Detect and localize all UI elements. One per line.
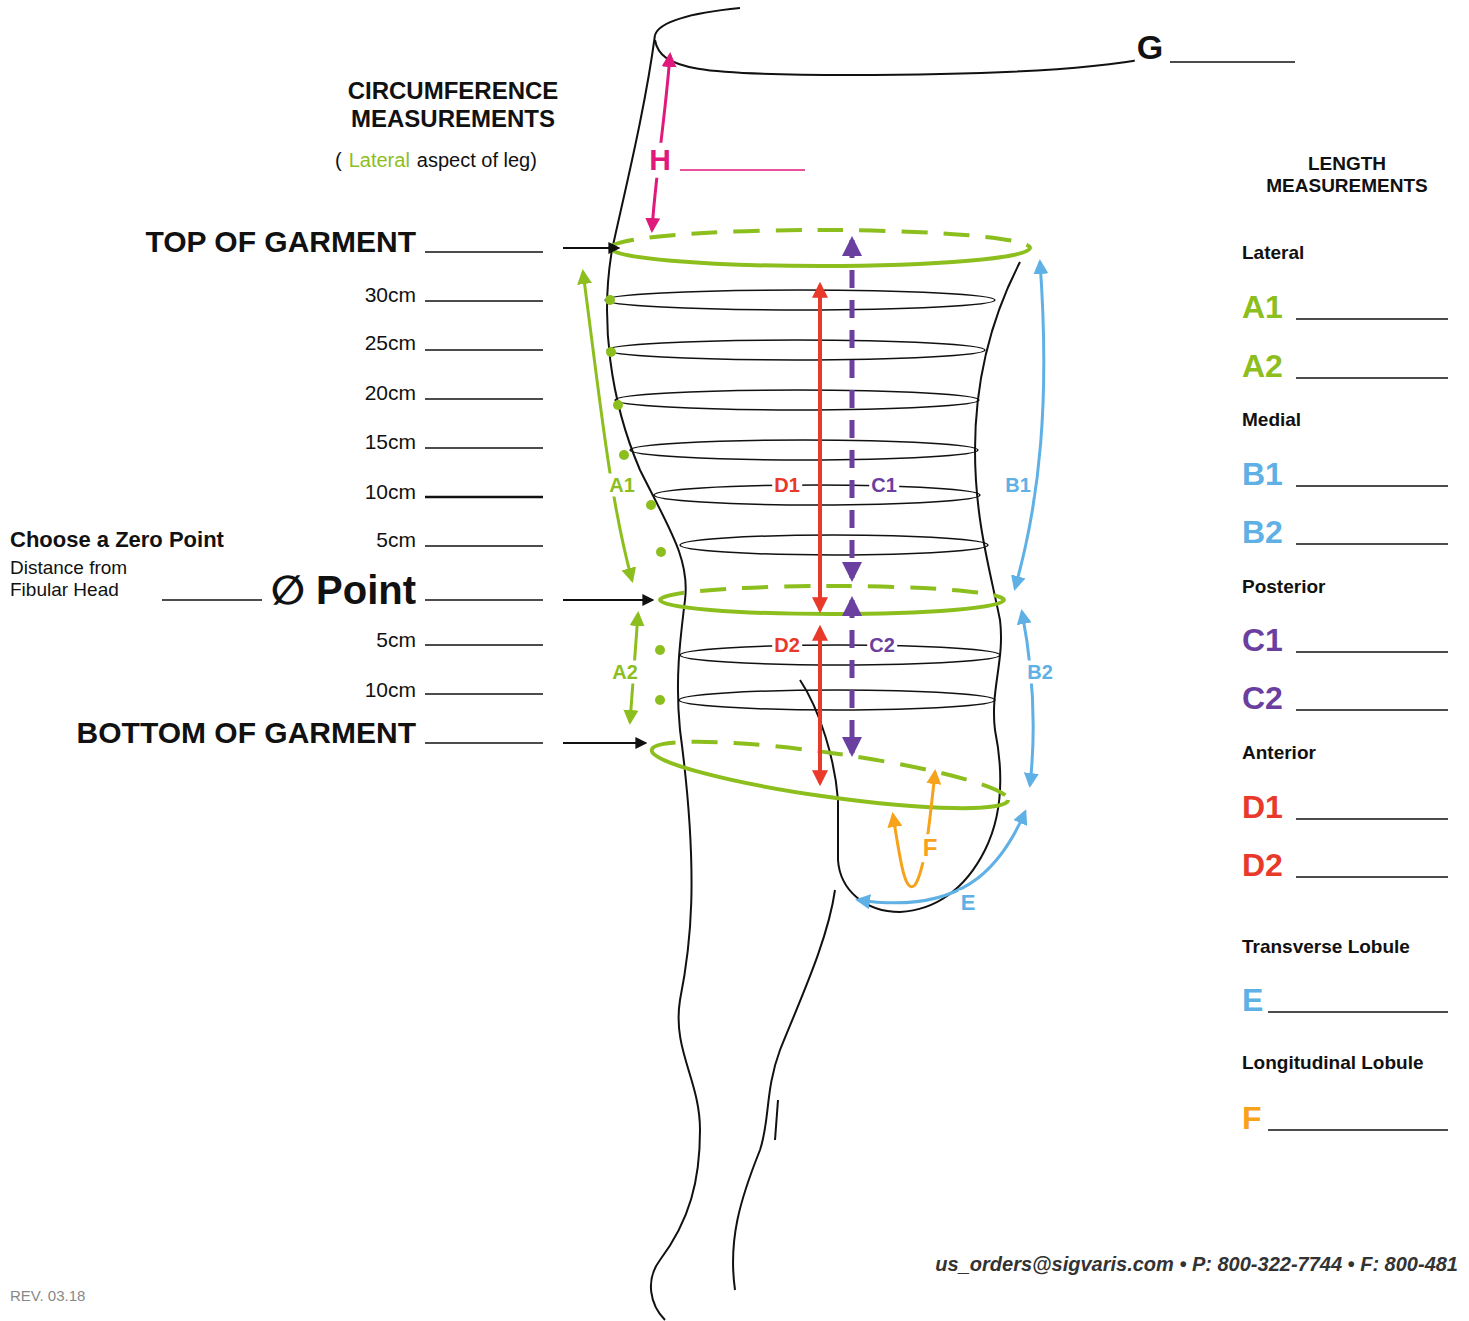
entry-line bbox=[680, 169, 805, 171]
note: aspect of leg) bbox=[415, 149, 539, 172]
distance-label: 30cm bbox=[363, 283, 418, 307]
callout-letter: B2 bbox=[1025, 661, 1055, 684]
distance-label: 25cm bbox=[363, 331, 418, 355]
note: Lateral bbox=[347, 149, 412, 172]
field-letter: A1 bbox=[1240, 289, 1285, 326]
distance-label: 5cm bbox=[374, 528, 418, 552]
callout-letter: F bbox=[921, 834, 940, 862]
field-letter: G bbox=[1135, 28, 1165, 67]
field-letter: C1 bbox=[1240, 622, 1285, 659]
distance-label: 20cm bbox=[363, 381, 418, 405]
distance-label: 10cm bbox=[363, 480, 418, 504]
revision-note: REV. 03.18 bbox=[8, 1287, 87, 1304]
callout-letter: E bbox=[959, 890, 978, 915]
callout-letter: A2 bbox=[610, 661, 640, 684]
field-letter: D1 bbox=[1240, 789, 1285, 826]
contact-info: us_orders@sigvaris.com • P: 800-322-7744… bbox=[933, 1253, 1460, 1276]
instruction: Choose a Zero Point bbox=[8, 527, 226, 552]
aspect-heading: Transverse Lobule bbox=[1240, 936, 1412, 958]
field-letter: H bbox=[647, 143, 673, 178]
field-letter: F bbox=[1240, 1100, 1264, 1137]
leg-outline bbox=[607, 8, 1150, 1320]
callout-letter: B1 bbox=[1003, 474, 1033, 497]
section-heading: LENGTH MEASUREMENTS bbox=[1230, 153, 1464, 197]
garment-rings bbox=[610, 230, 1030, 822]
entry-lines bbox=[140, 62, 1448, 1130]
callout-letter: A1 bbox=[607, 474, 637, 497]
callout-letter: D2 bbox=[772, 634, 802, 657]
garment-label: BOTTOM OF GARMENT bbox=[75, 716, 418, 751]
measure-dots bbox=[605, 295, 666, 705]
circumference-rings bbox=[605, 290, 1000, 710]
field-letter: B1 bbox=[1240, 456, 1285, 493]
distance-label: 15cm bbox=[363, 430, 418, 454]
instruction: Distance from Fibular Head bbox=[8, 557, 162, 601]
field-letter: A2 bbox=[1240, 348, 1285, 385]
aspect-heading: Medial bbox=[1240, 409, 1303, 431]
callout-letter: C1 bbox=[869, 474, 899, 497]
zero-point-label: ∅ Point bbox=[269, 567, 418, 613]
field-letter: E bbox=[1240, 982, 1265, 1019]
section-heading: CIRCUMFERENCE MEASUREMENTS bbox=[316, 77, 590, 132]
field-letter: C2 bbox=[1240, 680, 1285, 717]
field-letter: D2 bbox=[1240, 847, 1285, 884]
garment-label: TOP OF GARMENT bbox=[143, 225, 418, 260]
aspect-heading: Longitudinal Lobule bbox=[1240, 1052, 1426, 1074]
callout-letter: D1 bbox=[772, 474, 802, 497]
note: ( bbox=[333, 149, 344, 172]
distance-label: 5cm bbox=[374, 628, 418, 652]
aspect-heading: Anterior bbox=[1240, 742, 1318, 764]
distance-label: 10cm bbox=[363, 678, 418, 702]
field-letter: B2 bbox=[1240, 514, 1285, 551]
aspect-heading: Lateral bbox=[1240, 242, 1306, 264]
aspect-heading: Posterior bbox=[1240, 576, 1327, 598]
callout-letter: C2 bbox=[867, 634, 897, 657]
length-arrows bbox=[583, 55, 1044, 903]
